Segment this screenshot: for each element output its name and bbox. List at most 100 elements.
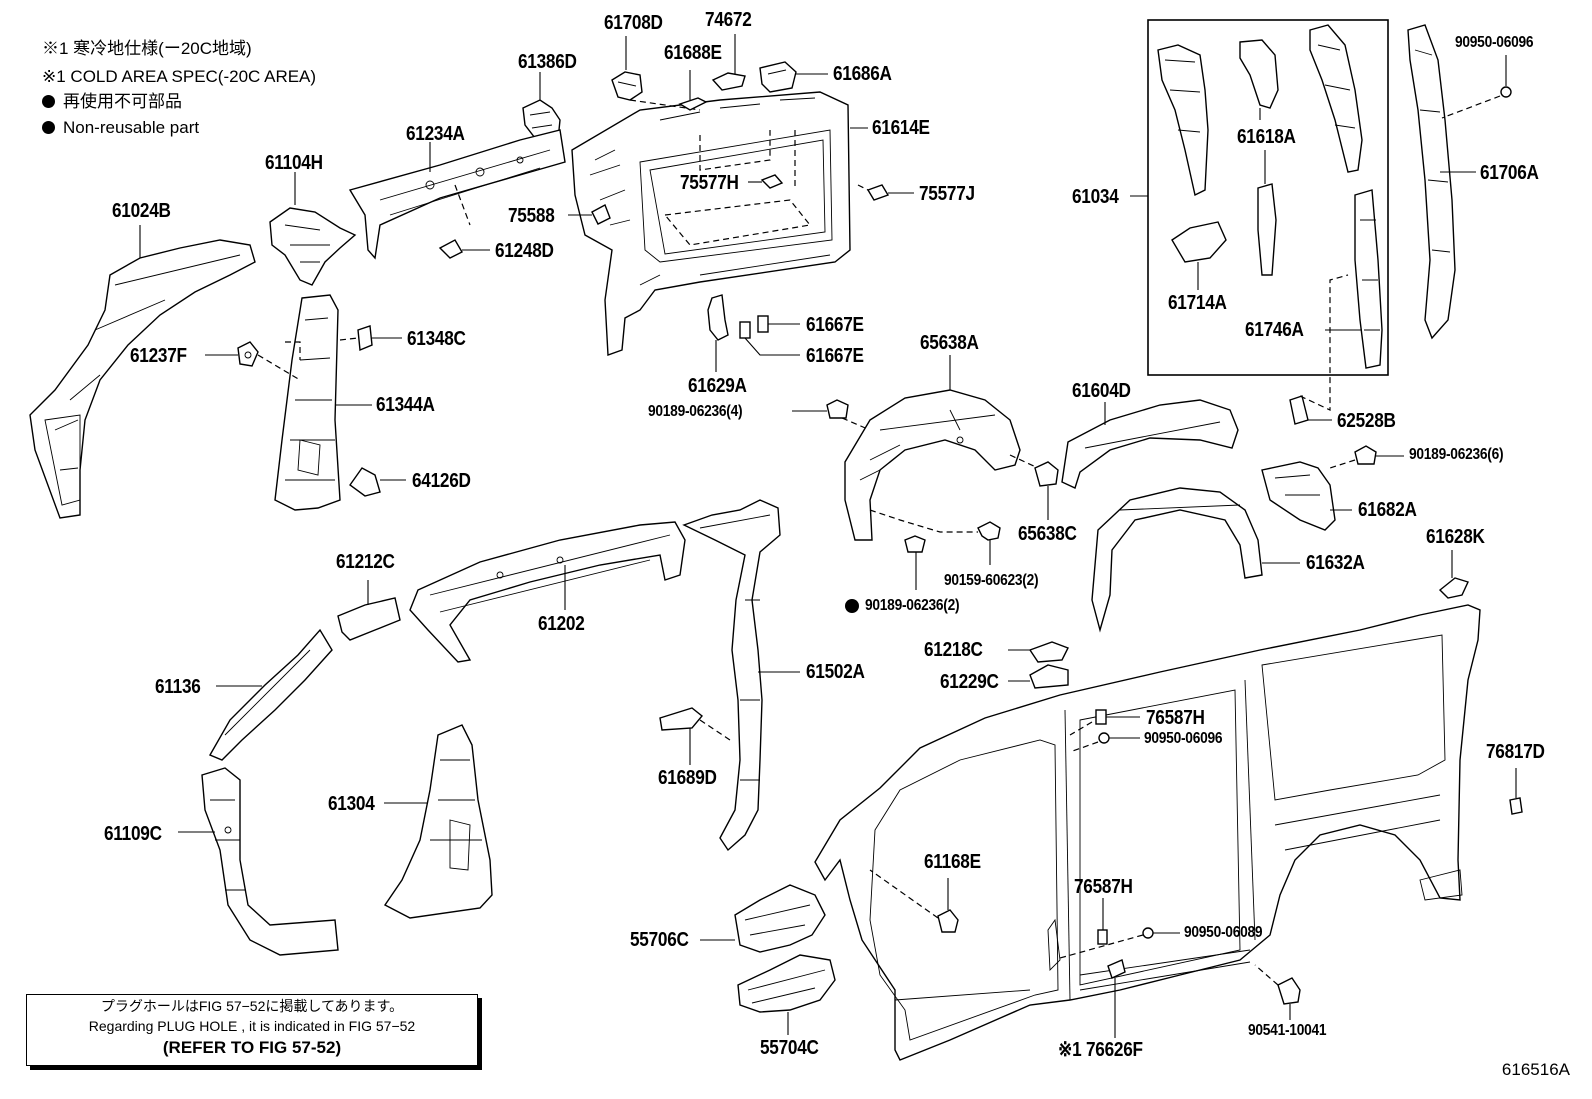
body-side-panel <box>814 604 1481 1061</box>
note-nonreuse-jp-text: 再使用不可部品 <box>63 92 182 111</box>
label-61604D: 61604D <box>1072 380 1131 402</box>
label-61104H: 61104H <box>265 152 323 174</box>
part-61218C <box>1028 641 1069 663</box>
label-61168E: 61168E <box>924 851 981 873</box>
note-cold-jp: ※1 寒冷地仕様(ー20C地域) <box>42 39 252 58</box>
liner-61604D <box>1061 399 1239 489</box>
bracket-61104H <box>269 207 357 286</box>
label-90950-mid: 90950-06096 <box>1144 730 1223 747</box>
label-61618A: 61618A <box>1237 126 1296 148</box>
pad-76587H-b <box>1097 929 1108 945</box>
quarter-panel-61614E <box>571 91 851 356</box>
part-75588 <box>591 204 611 225</box>
label-90541: 90541-10041 <box>1248 1022 1327 1039</box>
label-61689D: 61689D <box>658 767 717 789</box>
label-74672: 74672 <box>705 9 752 31</box>
label-61714A: 61714A <box>1168 292 1227 314</box>
reference-line-en: Regarding PLUG HOLE , it is indicated in… <box>88 1018 416 1034</box>
label-75577J: 75577J <box>919 183 975 205</box>
note-cold-en: ※1 COLD AREA SPEC(-20C AREA) <box>42 67 317 86</box>
nonreuse-marker <box>845 599 859 613</box>
label-90950-top: 90950-06096 <box>1455 34 1534 51</box>
label-62528B: 62528B <box>1337 410 1396 432</box>
label-61686A: 61686A <box>833 63 892 85</box>
pillar-61344A <box>274 294 341 511</box>
part-61746A <box>1354 189 1383 369</box>
label-76587H-b: 76587H <box>1074 876 1133 898</box>
label-61667E-b: 61667E <box>806 345 864 367</box>
pad-76587H-a <box>1095 709 1107 725</box>
label-55704C: 55704C <box>760 1037 819 1059</box>
label-61234A: 61234A <box>406 123 465 145</box>
clip-75577J <box>866 184 890 201</box>
part-61168E <box>937 909 959 933</box>
grommet-90189-2 <box>904 535 926 553</box>
part-61248D <box>438 239 463 259</box>
note-nonreuse-en-text: Non-reusable part <box>63 118 200 137</box>
label-61344A: 61344A <box>376 394 435 416</box>
part-61714A <box>1171 221 1227 263</box>
label-76817D: 76817D <box>1486 741 1545 763</box>
plug-90541 <box>1277 977 1301 1005</box>
part-61034-sub2 <box>1239 39 1279 109</box>
liner-65638A <box>844 389 1021 541</box>
plug-90950-top <box>1500 86 1512 98</box>
part-61686A <box>759 61 797 93</box>
reference-line-ref: (REFER TO FIG 57-52) <box>162 1038 342 1057</box>
part-74672 <box>711 72 746 91</box>
part-61034-sub3 <box>1309 24 1363 173</box>
grommet-90189-6 <box>1354 445 1377 465</box>
label-55706C: 55706C <box>630 929 689 951</box>
nonreuse-dot-icon <box>42 95 55 108</box>
part-61229C <box>1029 664 1069 689</box>
rail-61234A <box>348 129 566 260</box>
label-90189-2: 90189-06236(2) <box>865 597 960 614</box>
part-55704C <box>737 954 836 1013</box>
part-61706A <box>1407 24 1456 340</box>
assembly-box-61034 <box>1147 19 1389 376</box>
label-61682A: 61682A <box>1358 499 1417 521</box>
label-61218C: 61218C <box>924 639 983 661</box>
label-90189-4: 90189-06236(4) <box>648 403 743 420</box>
label-61237F: 61237F <box>130 345 187 367</box>
nonreuse-dot-icon <box>42 121 55 134</box>
part-61688E <box>678 97 708 111</box>
label-61248D: 61248D <box>495 240 554 262</box>
rail-61202 <box>409 521 686 663</box>
part-61212C <box>337 597 401 641</box>
label-75588: 75588 <box>508 205 555 227</box>
reference-line-jp: プラグホールはFIG 57−52に掲載してあります。 <box>100 998 404 1014</box>
bolt-90159 <box>977 521 1001 541</box>
part-64126D <box>349 467 381 497</box>
note-nonreuse-en: Non-reusable part <box>42 119 199 136</box>
note-nonreuse-jp: 再使用不可部品 <box>42 93 182 110</box>
label-61688E: 61688E <box>664 42 722 64</box>
label-76626F: ※1 76626F <box>1058 1039 1143 1061</box>
part-61628K <box>1438 577 1469 599</box>
plug-90950-mid <box>1098 732 1110 744</box>
label-65638A: 65638A <box>920 332 979 354</box>
label-90159: 90159-60623(2) <box>944 572 1039 589</box>
part-61682A <box>1261 461 1336 531</box>
pillar-61024B <box>29 239 256 519</box>
label-90950-06089: 90950-06089 <box>1184 924 1263 941</box>
part-61618A <box>1257 183 1277 276</box>
plug-90950-06089 <box>1142 927 1154 939</box>
diagram-id: 616516A <box>1501 1060 1570 1079</box>
label-61136: 61136 <box>155 676 201 698</box>
label-61386D: 61386D <box>518 51 577 73</box>
part-76817D <box>1509 797 1523 815</box>
reference-note-box: プラグホールはFIG 57−52に掲載してあります。 Regarding PLU… <box>26 994 478 1066</box>
label-61706A: 61706A <box>1480 162 1539 184</box>
label-75577H: 75577H <box>680 172 739 194</box>
label-61034: 61034 <box>1072 186 1119 208</box>
label-61629A: 61629A <box>688 375 747 397</box>
label-61109C: 61109C <box>104 823 162 845</box>
bracket-61708D <box>611 71 643 101</box>
part-61034-sub1 <box>1157 44 1209 197</box>
label-61304: 61304 <box>328 793 375 815</box>
part-76626F <box>1107 959 1126 979</box>
label-65638C: 65638C <box>1018 523 1077 545</box>
label-61024B: 61024B <box>112 200 171 222</box>
